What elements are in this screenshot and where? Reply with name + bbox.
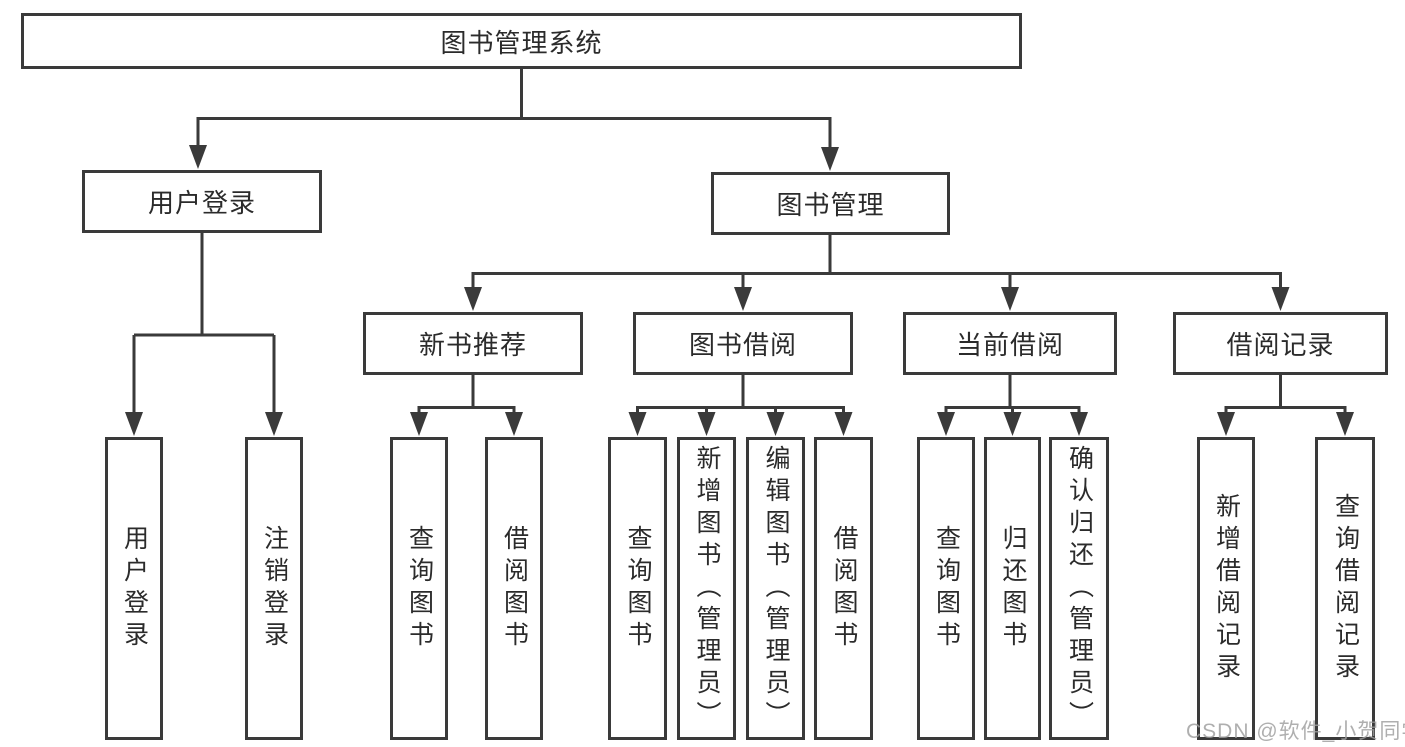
node-book-management: 图书管理 bbox=[711, 172, 950, 235]
leaf-borrow-query-books: 查询图书 bbox=[608, 437, 667, 740]
node-library-system: 图书管理系统 bbox=[21, 13, 1022, 69]
leaf-label: 确认归还（管理员） bbox=[1065, 444, 1094, 733]
leaf-label: 注销登录 bbox=[260, 524, 289, 653]
leaf-newbook-query-books: 查询图书 bbox=[390, 437, 448, 740]
leaf-label: 查询借阅记录 bbox=[1331, 492, 1360, 685]
leaf-newbook-borrow-books: 借阅图书 bbox=[485, 437, 543, 740]
leaf-records-query-record: 查询借阅记录 bbox=[1315, 437, 1375, 740]
leaf-records-add-record: 新增借阅记录 bbox=[1197, 437, 1255, 740]
leaf-label: 新增借阅记录 bbox=[1212, 492, 1241, 685]
leaf-label: 用户登录 bbox=[120, 524, 149, 653]
leaf-current-query-books: 查询图书 bbox=[917, 437, 975, 740]
leaf-user-login: 用户登录 bbox=[105, 437, 163, 740]
leaf-borrow-add-books-admin: 新增图书（管理员） bbox=[677, 437, 736, 740]
leaf-label: 新增图书（管理员） bbox=[693, 444, 721, 733]
leaf-borrow-edit-books-admin: 编辑图书（管理员） bbox=[746, 437, 805, 740]
leaf-label: 借阅图书 bbox=[830, 524, 858, 653]
node-book-borrow: 图书借阅 bbox=[633, 312, 853, 375]
leaf-borrow-borrow-books: 借阅图书 bbox=[814, 437, 873, 740]
csdn-watermark: CSDN @软件_小贺同学 bbox=[1186, 720, 1405, 743]
leaf-label: 查询图书 bbox=[624, 524, 652, 653]
leaf-logout: 注销登录 bbox=[245, 437, 303, 740]
leaf-label: 借阅图书 bbox=[500, 524, 529, 653]
node-user-login: 用户登录 bbox=[82, 170, 322, 233]
leaf-label: 归还图书 bbox=[999, 524, 1027, 653]
node-current-borrow: 当前借阅 bbox=[903, 312, 1117, 375]
node-borrow-records: 借阅记录 bbox=[1173, 312, 1388, 375]
leaf-label: 查询图书 bbox=[932, 524, 961, 653]
leaf-label: 编辑图书（管理员） bbox=[762, 444, 790, 733]
leaf-label: 查询图书 bbox=[405, 524, 434, 653]
node-new-book-recommend: 新书推荐 bbox=[363, 312, 583, 375]
leaf-current-return-books: 归还图书 bbox=[984, 437, 1041, 740]
leaf-current-confirm-return-admin: 确认归还（管理员） bbox=[1049, 437, 1109, 740]
